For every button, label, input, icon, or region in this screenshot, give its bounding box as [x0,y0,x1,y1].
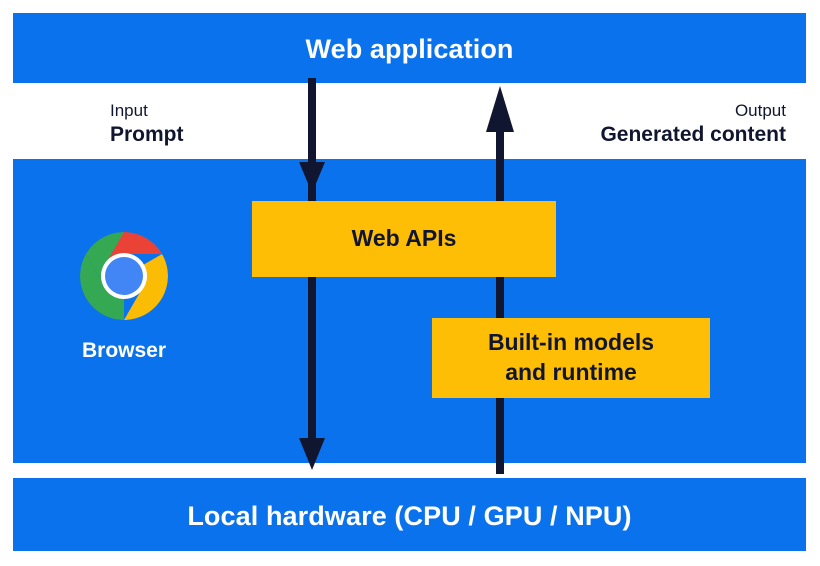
node-builtin-models-label-line2: and runtime [505,359,637,385]
band-web-application: Web application [13,13,806,83]
node-web-apis[interactable]: Web APIs [252,201,556,277]
flow-label-output: Output Generated content [600,100,786,149]
flow-label-input: Input Prompt [110,100,184,149]
node-builtin-models-label: Built-in models and runtime [488,328,654,388]
flow-output-kicker: Output [734,101,786,120]
browser-node: Browser [62,228,186,363]
node-builtin-models-label-line1: Built-in models [487,329,655,356]
node-web-apis-label: Web APIs [351,225,457,252]
band-local-hardware-label: Local hardware (CPU / GPU / NPU) [187,501,632,531]
node-builtin-models[interactable]: Built-in models and runtime [432,318,710,398]
band-web-application-label: Web application [305,34,514,64]
flow-output-headline: Generated content [600,122,786,146]
chrome-logo [80,232,168,320]
flow-input-headline: Prompt [110,122,184,146]
flow-input-kicker: Input [110,101,148,120]
band-local-hardware: Local hardware (CPU / GPU / NPU) [13,478,806,551]
browser-label: Browser [81,339,167,362]
arrow-up-output-icon [486,86,514,474]
